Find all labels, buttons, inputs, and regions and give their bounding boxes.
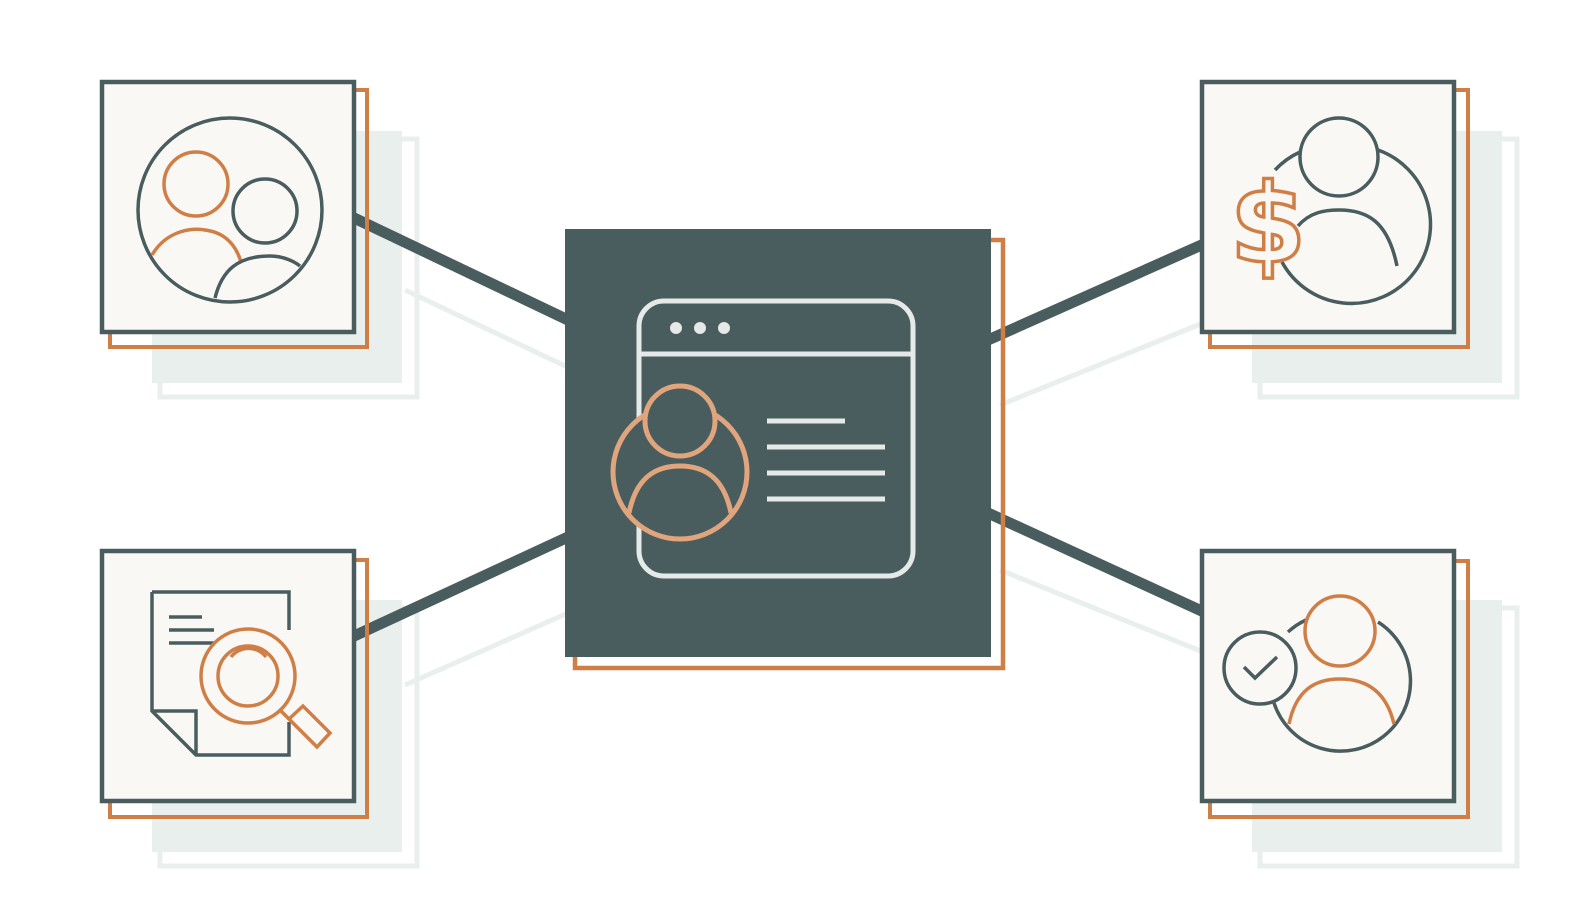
node-user-verified[interactable] [1199,548,1470,819]
card-frame [99,548,357,804]
connector-lines [349,212,1209,642]
node-user-payment[interactable]: $ [1199,79,1470,349]
connector-group-users [349,212,571,325]
card-frame [99,79,357,335]
document-magnifier-icon [150,590,333,757]
dollar-sign-icon: $ [1230,160,1307,288]
node-document-search[interactable] [99,548,369,819]
connector-user-payment [985,237,1209,346]
user-group-icon [136,116,324,304]
card-frame [1199,79,1457,335]
text-lines-icon [767,418,885,502]
connector-user-verified [985,508,1209,618]
user-profile-browser-window[interactable] [565,229,1006,671]
user-profile-icon [610,383,750,542]
user-checkmark-icon [1222,594,1413,753]
user-dollar-icon: $ [1228,116,1433,306]
connector-document-search [349,532,571,642]
node-group-users[interactable] [99,79,369,349]
